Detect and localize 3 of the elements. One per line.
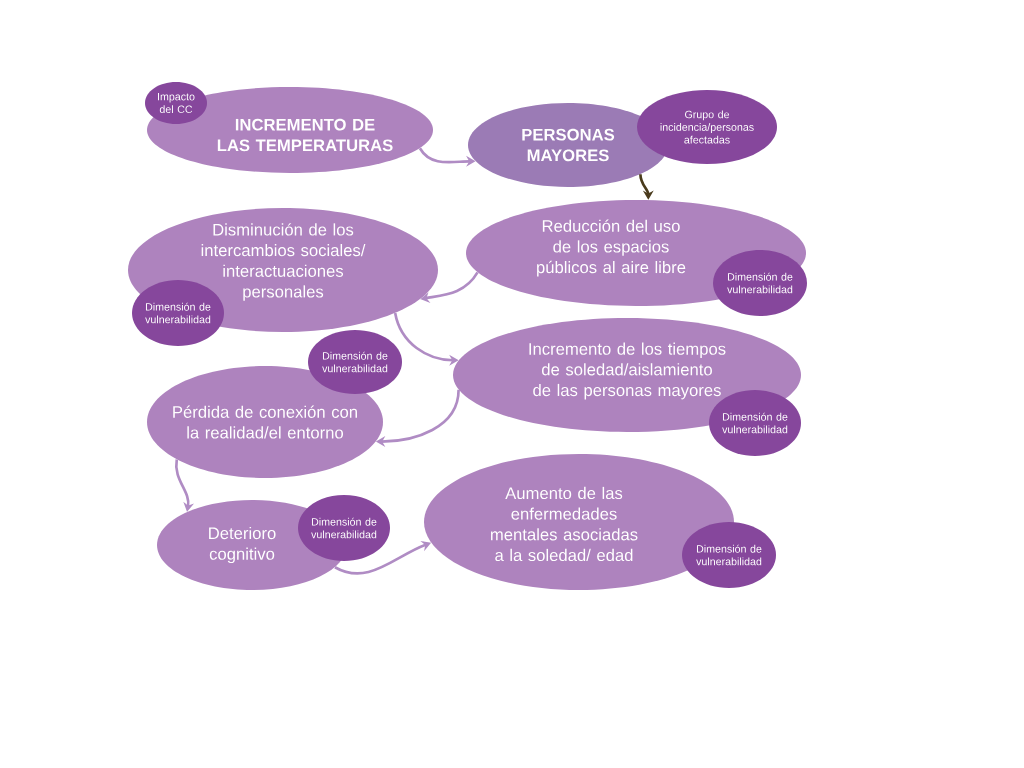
arrow bbox=[175, 459, 195, 512]
arrow bbox=[420, 271, 479, 303]
arrow bbox=[639, 174, 654, 200]
